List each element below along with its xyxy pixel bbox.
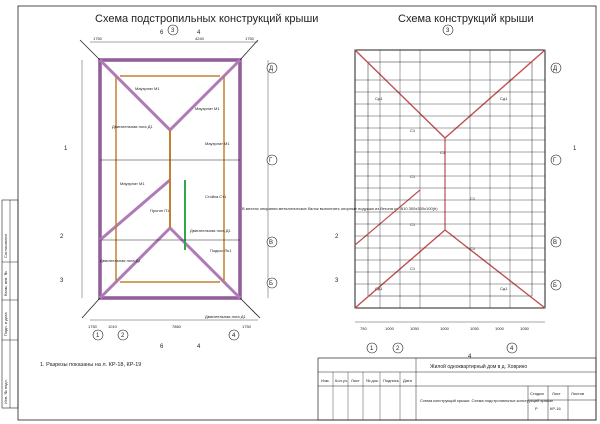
svg-text:Двигательная нога Д1: Двигательная нога Д1 [205,314,246,319]
stamp-stage-label: Стадия [530,391,544,396]
stamp-h3: № док. [366,378,379,383]
right-axis-markers: 3 Д Г В Б 1 2 4 1 2 3 4 [335,24,577,360]
svg-text:1000: 1000 [385,326,395,331]
side-label-1: Взам. инв. № [3,271,8,296]
svg-text:1750: 1750 [242,324,252,329]
stamp-project: Жилой одноквартирный дом в д. Ховрино [430,363,527,370]
stamp-stage: Р [535,406,538,411]
svg-text:2: 2 [396,346,400,352]
svg-text:Д: Д [269,66,273,72]
side-label-0: Согласовано [3,233,8,258]
svg-text:Подкос Пк1: Подкос Пк1 [210,248,232,253]
svg-text:3: 3 [60,278,64,284]
svg-text:С1: С1 [470,196,476,201]
stamp-sheet-label: Лист [552,391,561,396]
svg-text:Мауэрлат М1: Мауэрлат М1 [135,86,160,91]
svg-text:4240: 4240 [195,36,205,41]
svg-text:Двигательная нога Д1: Двигательная нога Д1 [112,124,153,129]
svg-text:1: 1 [64,146,68,152]
stamp-h5: Дата [403,378,413,383]
title-stamp: Жилой одноквартирный дом в д. Ховрино Из… [317,357,597,421]
svg-text:С1: С1 [470,246,476,251]
side-label-3: Инв. № подл. [3,379,8,404]
side-label-2: Подп. и дата [3,312,8,336]
svg-text:1000: 1000 [495,326,505,331]
svg-text:Прогон П1: Прогон П1 [150,208,170,213]
stamp-h4: Подпись [383,378,399,383]
svg-text:1: 1 [370,346,374,352]
svg-text:Б: Б [553,283,557,289]
svg-text:4: 4 [232,333,236,339]
svg-text:4: 4 [510,346,514,352]
svg-text:Б: Б [269,281,273,287]
svg-text:1750: 1750 [88,324,98,329]
side-strip: Согласовано Взам. инв. № Подп. и дата Ин… [1,199,19,409]
svg-text:Г: Г [269,158,273,164]
left-plan: Мауэрлат М1 Мауэрлат М1 Мауэрлат М1 Мауэ… [79,36,438,329]
svg-text:Стойка Ст1: Стойка Ст1 [205,194,227,199]
svg-text:1010: 1010 [108,324,118,329]
svg-text:1: 1 [96,333,100,339]
svg-text:Д: Д [553,66,557,72]
left-plan-title: Схема подстропильных конструкций крыши [95,13,318,25]
svg-text:1050: 1050 [410,326,420,331]
note-1: 1. Разрезы показаны на л. КР-18, КР-19 [40,362,141,368]
svg-text:Г: Г [553,158,557,164]
svg-text:3: 3 [446,28,450,34]
svg-text:В: В [269,240,273,246]
svg-text:В местах опирания металлически: В местах опирания металлических балок вы… [242,206,438,211]
left-axis-markers: 3 Д Г В Б 1 2 4 1 2 3 6 4 6 4 [60,24,278,350]
svg-text:С1: С1 [410,222,416,227]
svg-text:Сд1: Сд1 [500,96,508,101]
svg-text:С1: С1 [410,128,416,133]
svg-text:3: 3 [335,278,339,284]
svg-text:6: 6 [160,30,164,36]
svg-text:С1: С1 [410,266,416,271]
stamp-h2: Лист [351,378,360,383]
svg-text:С1: С1 [410,174,416,179]
svg-text:Сд1: Сд1 [375,96,383,101]
svg-text:Мауэрлат М1: Мауэрлат М1 [205,141,230,146]
svg-text:В: В [553,240,557,246]
stamp-sheet-title: Схема конструкций крыши. Схема подстропи… [420,398,553,403]
stamp-sheet-no: КР-16 [550,406,562,411]
right-plan-title: Схема конструкций крыши [398,13,534,25]
svg-text:Мауэрлат М1: Мауэрлат М1 [120,181,145,186]
stamp-sheets-label: Листов [571,391,584,396]
svg-text:Двигательная нога Д1: Двигательная нога Д1 [190,228,231,233]
svg-text:4: 4 [468,354,472,360]
svg-text:2: 2 [121,333,125,339]
stamp-h0: Изм. [321,378,330,383]
svg-text:1050: 1050 [520,326,530,331]
svg-text:4: 4 [197,344,201,350]
svg-text:2: 2 [335,234,339,240]
stamp-h1: Кол.уч. [335,378,348,383]
svg-text:С1: С1 [440,150,446,155]
svg-text:Двигательная нога Д1: Двигательная нога Д1 [100,258,141,263]
svg-text:6: 6 [160,344,164,350]
svg-text:1000: 1000 [440,326,450,331]
svg-text:Мауэрлат М1: Мауэрлат М1 [195,106,220,111]
svg-text:1750: 1750 [245,36,255,41]
svg-text:Сд1: Сд1 [500,286,508,291]
svg-text:1: 1 [573,146,577,152]
svg-text:1050: 1050 [470,326,480,331]
svg-text:1750: 1750 [93,36,103,41]
svg-text:3: 3 [171,28,175,34]
svg-text:750: 750 [360,326,367,331]
svg-text:7860: 7860 [172,324,182,329]
svg-text:2: 2 [60,234,64,240]
svg-text:Сд1: Сд1 [375,286,383,291]
svg-text:4: 4 [197,30,201,36]
right-plan: С1 С1 С1 С1 С1 С1 С1 Сд1 Сд1 Сд1 Сд1 750… [354,49,546,331]
